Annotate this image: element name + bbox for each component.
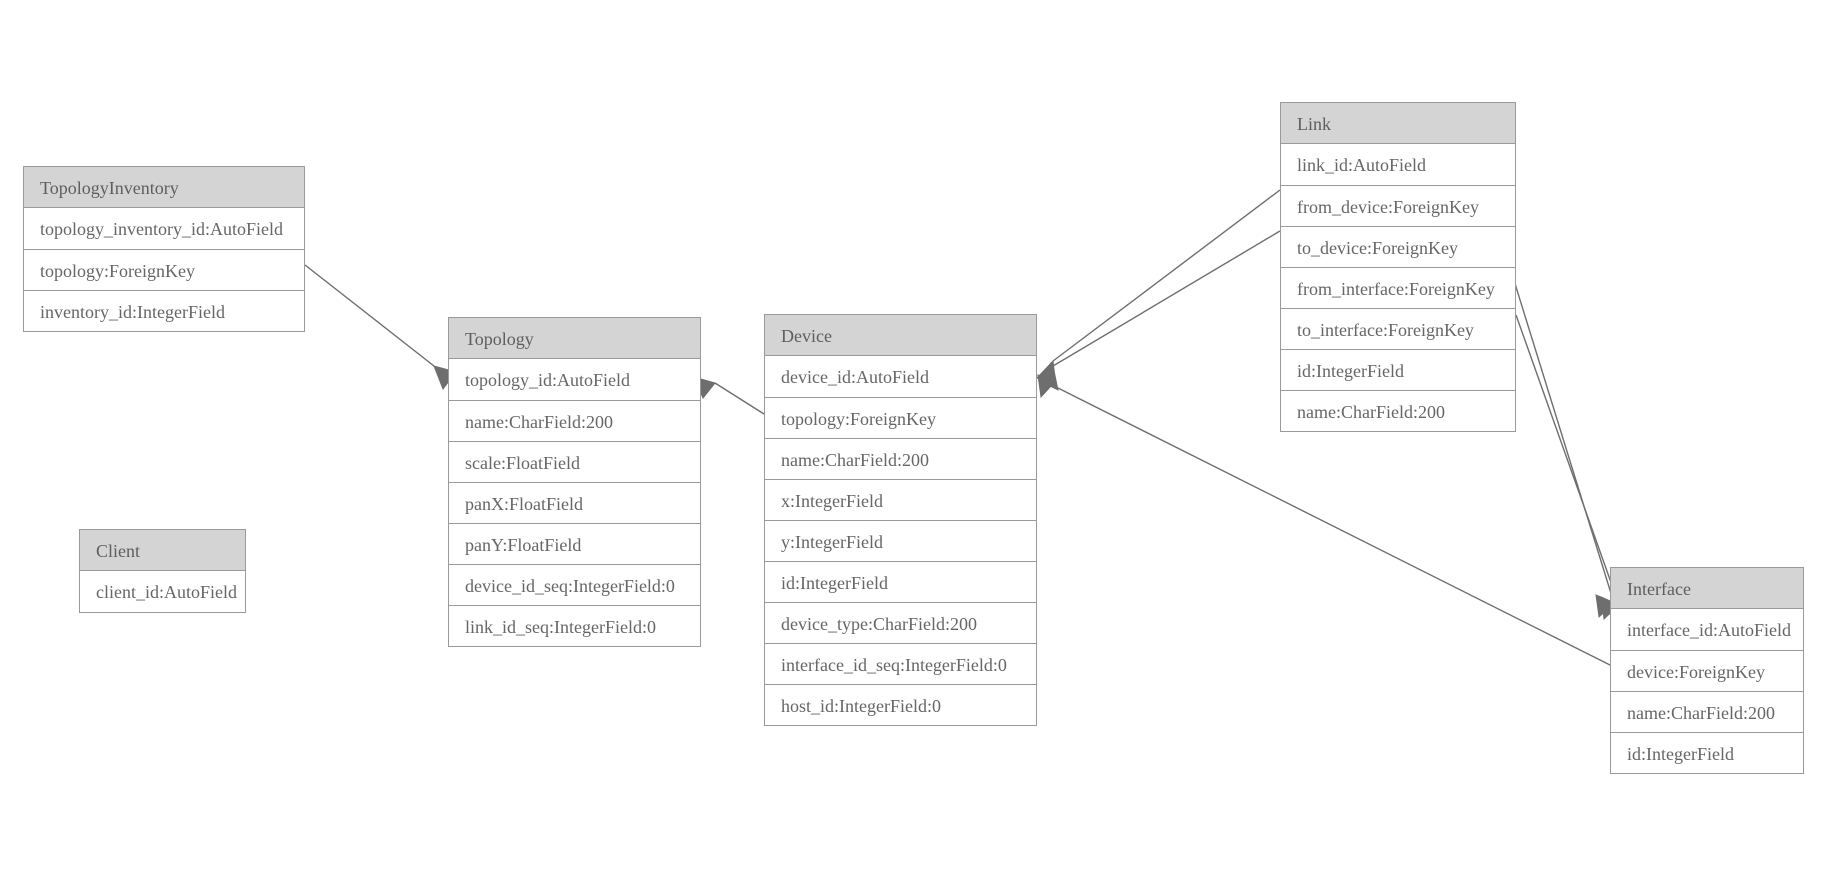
entity-field: device:ForeignKey bbox=[1611, 650, 1803, 691]
entity-field: topology:ForeignKey bbox=[765, 397, 1036, 438]
entity-title-device: Device bbox=[765, 315, 1036, 356]
entity-title-topology: Topology bbox=[449, 318, 700, 359]
entity-field: inventory_id:IntegerField bbox=[24, 290, 304, 331]
entity-field: from_interface:ForeignKey bbox=[1281, 267, 1515, 308]
entity-field: to_device:ForeignKey bbox=[1281, 226, 1515, 267]
relationship-arrowhead bbox=[1036, 359, 1057, 387]
entity-title-topology_inventory: TopologyInventory bbox=[24, 167, 304, 208]
relationship-device-topology bbox=[693, 376, 765, 415]
relationship-arrowhead bbox=[1039, 364, 1059, 391]
relationship-link-from-interface bbox=[1511, 273, 1615, 619]
entity-title-client: Client bbox=[80, 530, 245, 571]
entity-field: client_id:AutoField bbox=[80, 571, 245, 612]
entity-field: device_id_seq:IntegerField:0 bbox=[449, 564, 700, 605]
entity-field: id:IntegerField bbox=[1611, 732, 1803, 773]
entity-field: device_id:AutoField bbox=[765, 356, 1036, 397]
relationship-topologyinventory-topology bbox=[304, 264, 457, 391]
entity-fields-client: client_id:AutoField bbox=[80, 571, 245, 612]
entity-title-link: Link bbox=[1281, 103, 1515, 144]
entity-field: name:CharField:200 bbox=[765, 438, 1036, 479]
relationship-link-to-interface bbox=[1515, 314, 1620, 621]
relationship-line bbox=[1511, 273, 1615, 604]
entity-field: interface_id:AutoField bbox=[1611, 609, 1803, 650]
entity-field: y:IntegerField bbox=[765, 520, 1036, 561]
entity-field: link_id:AutoField bbox=[1281, 144, 1515, 185]
relationship-link-to-device bbox=[1039, 230, 1281, 391]
entity-field: id:IntegerField bbox=[1281, 349, 1515, 390]
relationship-line bbox=[304, 264, 435, 367]
entity-field: scale:FloatField bbox=[449, 441, 700, 482]
entity-field: link_id_seq:IntegerField:0 bbox=[449, 605, 700, 646]
entity-field: from_device:ForeignKey bbox=[1281, 185, 1515, 226]
entity-field: id:IntegerField bbox=[765, 561, 1036, 602]
entity-field: to_interface:ForeignKey bbox=[1281, 308, 1515, 349]
entity-field: name:CharField:200 bbox=[1611, 691, 1803, 732]
entity-field: name:CharField:200 bbox=[449, 400, 700, 441]
entity-field: x:IntegerField bbox=[765, 479, 1036, 520]
relationship-arrowhead bbox=[1037, 373, 1053, 399]
entity-title-interface: Interface bbox=[1611, 568, 1803, 609]
entity-field: interface_id_seq:IntegerField:0 bbox=[765, 643, 1036, 684]
relationship-line bbox=[1052, 230, 1281, 367]
entity-field: topology_inventory_id:AutoField bbox=[24, 208, 304, 249]
entity-field: panY:FloatField bbox=[449, 523, 700, 564]
entity-field: host_id:IntegerField:0 bbox=[765, 684, 1036, 725]
entity-field: topology:ForeignKey bbox=[24, 249, 304, 290]
entity-field: panX:FloatField bbox=[449, 482, 700, 523]
relationship-link-from-device bbox=[1036, 189, 1281, 387]
relationship-line bbox=[1515, 314, 1620, 606]
relationship-line bbox=[714, 382, 765, 415]
relationship-line bbox=[1052, 189, 1281, 362]
entity-field: name:CharField:200 bbox=[1281, 390, 1515, 431]
entity-field: topology_id:AutoField bbox=[449, 359, 700, 400]
entity-field: device_type:CharField:200 bbox=[765, 602, 1036, 643]
